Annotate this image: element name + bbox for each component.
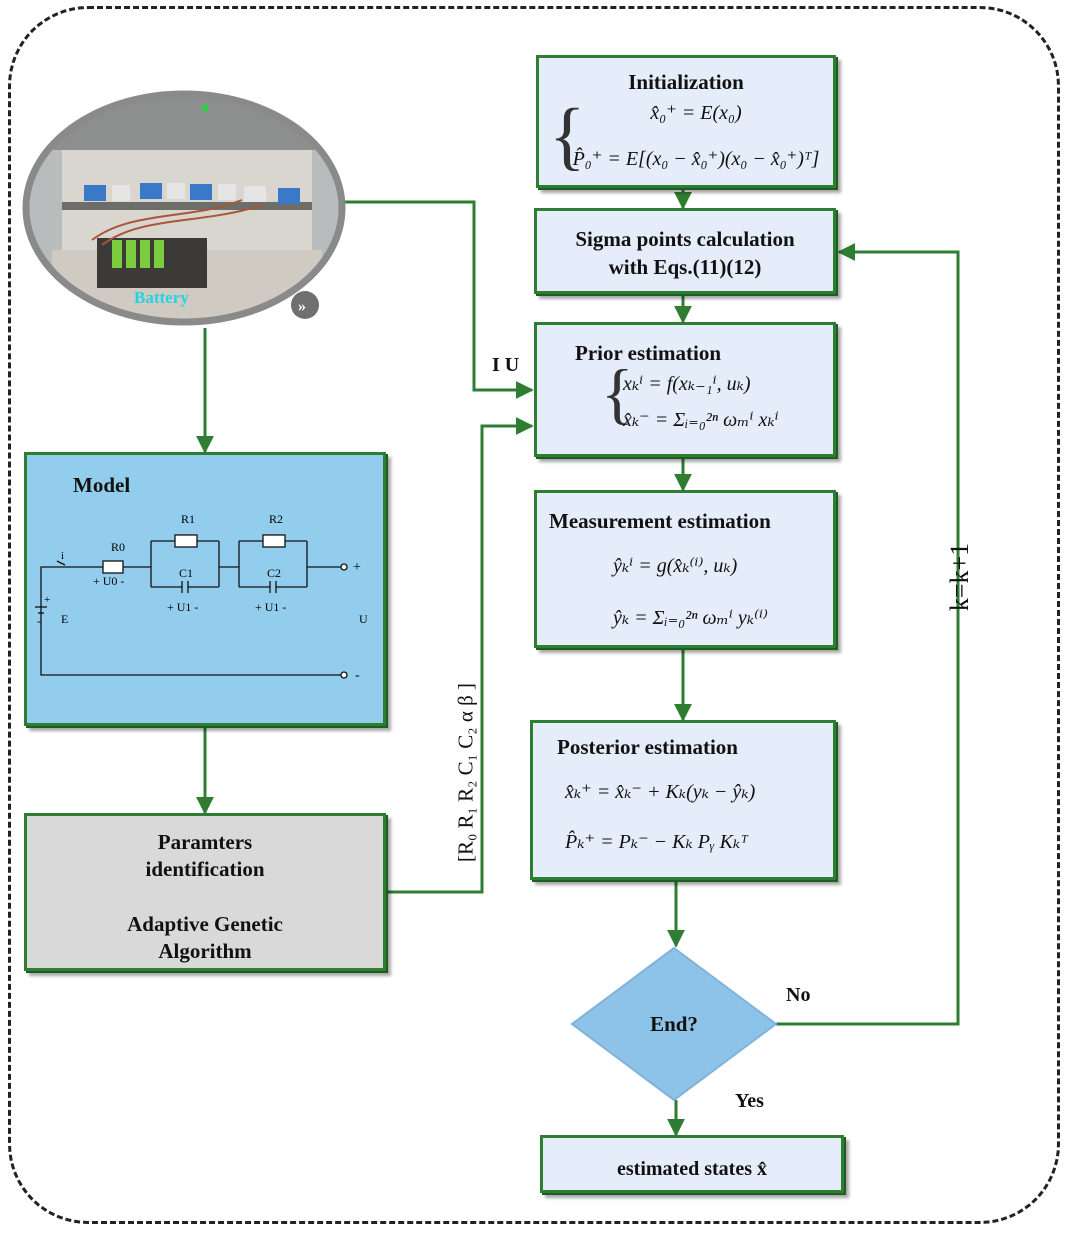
r2-label: R2 bbox=[269, 512, 283, 526]
measurement-title: Measurement estimation bbox=[549, 509, 771, 533]
battery-plus-label: + bbox=[44, 594, 50, 606]
posterior-eq-2: P̂ₖ⁺ = Pₖ⁻ − Kₖ Pᵧ Kₖᵀ bbox=[565, 831, 748, 853]
posterior-eq-1: x̂ₖ⁺ = x̂ₖ⁻ + Kₖ(yₖ − ŷₖ) bbox=[565, 781, 756, 803]
model-box: Model bbox=[24, 452, 386, 726]
c1-label: C1 bbox=[179, 566, 193, 580]
svg-text:»: » bbox=[298, 298, 306, 315]
no-label: No bbox=[786, 984, 811, 1006]
r0-label: R0 bbox=[111, 540, 125, 554]
init-eq-2: P̂₀⁺ = E[(x₀ − x̂₀⁺)(x₀ − x̂₀⁺)ᵀ] bbox=[572, 148, 820, 170]
params-line-2: identification bbox=[145, 857, 265, 881]
parameters-identification-box: Paramters identification Adaptive Geneti… bbox=[24, 813, 386, 971]
posterior-estimation-box: Posterior estimation x̂ₖ⁺ = x̂ₖ⁻ + Kₖ(yₖ… bbox=[530, 720, 836, 880]
outer-dashed-frame bbox=[8, 6, 1060, 1224]
brace: { bbox=[601, 355, 634, 431]
c2-label: C2 bbox=[267, 566, 281, 580]
battery-photo: Battery » bbox=[22, 90, 346, 326]
u0-label: + U0 - bbox=[93, 574, 124, 588]
measurement-eq-2: ŷₖ = Σᵢ₌₀²ⁿ ωₘⁱ yₖ⁽ⁱ⁾ bbox=[613, 607, 768, 629]
prior-title: Prior estimation bbox=[575, 341, 721, 365]
sigma-line-2: with Eqs.(11)(12) bbox=[608, 255, 762, 279]
u1b-label: + U1 - bbox=[255, 600, 286, 614]
model-title: Model bbox=[73, 473, 131, 497]
r1-label: R1 bbox=[181, 512, 195, 526]
measurement-estimation-box: Measurement estimation ŷₖⁱ = g(x̂ₖ⁽ⁱ⁾, u… bbox=[534, 490, 836, 648]
sigma-line-1: Sigma points calculation bbox=[575, 227, 795, 251]
posterior-title: Posterior estimation bbox=[557, 735, 738, 759]
battery-label: Battery bbox=[134, 288, 189, 307]
estimated-states-box: estimated states x̂ bbox=[540, 1135, 844, 1193]
plus-terminal-label: + bbox=[353, 560, 361, 575]
brace: { bbox=[549, 94, 586, 178]
parameters-label: [R₀ R₁ R₂ C₁ C₂ α β ] bbox=[453, 682, 478, 863]
circuit-diagram: R0 R1 R2 C1 C2 i + U0 - + U1 - + U1 - E … bbox=[35, 512, 368, 683]
initialization-box: Initialization { x̂₀⁺ = E(x₀) P̂₀⁺ = E[(… bbox=[536, 55, 836, 188]
minus-terminal-label: - bbox=[355, 668, 360, 683]
end-decision-diamond: End? bbox=[570, 946, 778, 1102]
params-line-1: Paramters bbox=[157, 830, 253, 854]
u1a-label: + U1 - bbox=[167, 600, 198, 614]
sigma-points-box: Sigma points calculation with Eqs.(11)(1… bbox=[534, 208, 836, 294]
end-label: End? bbox=[650, 1012, 698, 1036]
arrow-battery-to-prior bbox=[338, 200, 534, 399]
yes-label: Yes bbox=[735, 1090, 764, 1112]
params-line-3: Adaptive Genetic bbox=[127, 912, 283, 936]
params-line-4: Algorithm bbox=[158, 939, 252, 963]
initialization-title: Initialization bbox=[628, 70, 744, 94]
current-label: i bbox=[61, 550, 64, 562]
estimated-states-label: estimated states x̂ bbox=[617, 1158, 767, 1180]
measurement-eq-1: ŷₖⁱ = g(x̂ₖ⁽ⁱ⁾, uₖ) bbox=[613, 555, 738, 577]
loop-counter-label: k=k+1 bbox=[945, 542, 974, 612]
u-label: U bbox=[359, 612, 368, 626]
arrow-loop-back bbox=[776, 243, 960, 1026]
input-label: I U bbox=[492, 354, 520, 376]
prior-eq-1: xₖⁱ = f(xₖ₋₁ⁱ, uₖ) bbox=[623, 373, 751, 395]
prior-estimation-box: Prior estimation { xₖⁱ = f(xₖ₋₁ⁱ, uₖ) x̂… bbox=[534, 322, 836, 457]
arrow-params-to-prior bbox=[385, 417, 534, 894]
prior-eq-2: x̂ₖ⁻ = Σᵢ₌₀²ⁿ ωₘⁱ xₖⁱ bbox=[623, 409, 779, 431]
init-eq-1: x̂₀⁺ = E(x₀) bbox=[650, 102, 742, 124]
e-label: E bbox=[61, 612, 68, 626]
battery-minus-label: - bbox=[37, 614, 41, 628]
